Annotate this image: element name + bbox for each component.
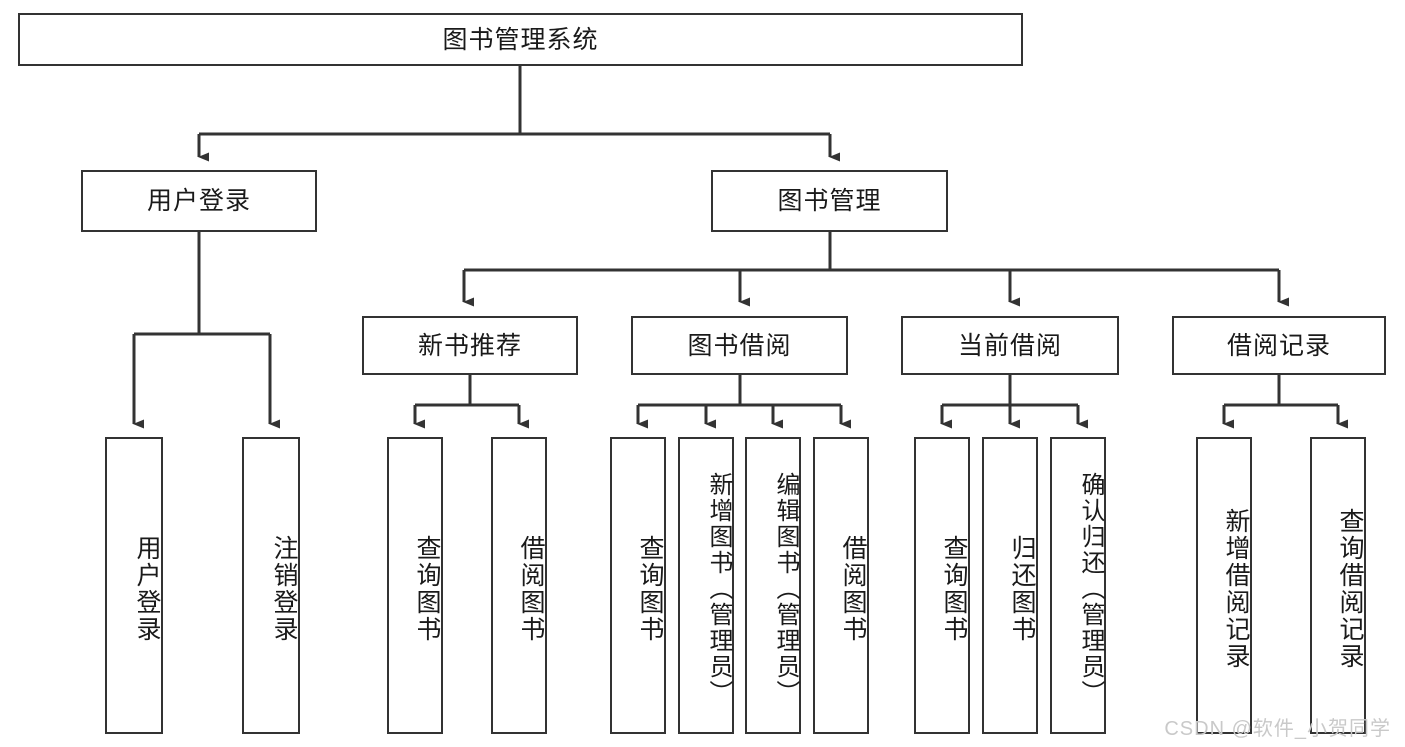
node-current-borrow-label: 当前借阅 bbox=[957, 331, 1062, 360]
node-user-login[interactable]: 用户登录 bbox=[81, 170, 317, 232]
node-book-borrow-label: 图书借阅 bbox=[687, 331, 792, 360]
leaf-logout-label: 注销登录 bbox=[270, 534, 298, 643]
leaf-borrow-book-2-label: 借阅图书 bbox=[839, 534, 867, 643]
node-user-login-label: 用户登录 bbox=[146, 187, 251, 215]
leaf-return-book[interactable]: 归还图书 bbox=[982, 437, 1038, 734]
leaf-confirm-return[interactable]: 确认归还（管理员） bbox=[1050, 437, 1106, 734]
leaf-edit-book[interactable]: 编辑图书（管理员） bbox=[745, 437, 801, 734]
leaf-confirm-return-label: 确认归还（管理员） bbox=[1077, 471, 1104, 706]
leaf-query-book-2[interactable]: 查询图书 bbox=[610, 437, 666, 734]
node-book-management-label: 图书管理 bbox=[777, 187, 882, 215]
node-root-label: 图书管理系统 bbox=[442, 25, 599, 54]
leaf-borrow-book-2[interactable]: 借阅图书 bbox=[813, 437, 869, 734]
leaf-add-book[interactable]: 新增图书（管理员） bbox=[678, 437, 734, 734]
leaf-query-book-2-label: 查询图书 bbox=[636, 534, 664, 643]
leaf-query-record-label: 查询借阅记录 bbox=[1336, 507, 1364, 670]
leaf-query-book-3[interactable]: 查询图书 bbox=[914, 437, 970, 734]
leaf-add-record[interactable]: 新增借阅记录 bbox=[1196, 437, 1252, 734]
node-borrow-record-label: 借阅记录 bbox=[1226, 331, 1331, 360]
node-root[interactable]: 图书管理系统 bbox=[18, 13, 1023, 66]
leaf-add-record-label: 新增借阅记录 bbox=[1222, 507, 1250, 670]
leaf-borrow-book-1[interactable]: 借阅图书 bbox=[491, 437, 547, 734]
leaf-user-login[interactable]: 用户登录 bbox=[105, 437, 163, 734]
node-new-book-recommend-label: 新书推荐 bbox=[417, 331, 522, 360]
leaf-query-book-1-label: 查询图书 bbox=[413, 534, 441, 643]
leaf-edit-book-label: 编辑图书（管理员） bbox=[772, 471, 799, 706]
node-book-management[interactable]: 图书管理 bbox=[711, 170, 948, 232]
node-book-borrow[interactable]: 图书借阅 bbox=[631, 316, 848, 375]
csdn-watermark: CSDN @软件_小贺同学 bbox=[1164, 718, 1391, 740]
leaf-user-login-label: 用户登录 bbox=[133, 534, 161, 643]
node-current-borrow[interactable]: 当前借阅 bbox=[901, 316, 1119, 375]
node-new-book-recommend[interactable]: 新书推荐 bbox=[362, 316, 578, 375]
leaf-logout[interactable]: 注销登录 bbox=[242, 437, 300, 734]
leaf-borrow-book-1-label: 借阅图书 bbox=[517, 534, 545, 643]
leaf-return-book-label: 归还图书 bbox=[1008, 534, 1036, 643]
leaf-query-record[interactable]: 查询借阅记录 bbox=[1310, 437, 1366, 734]
leaf-add-book-label: 新增图书（管理员） bbox=[705, 471, 732, 706]
leaf-query-book-3-label: 查询图书 bbox=[940, 534, 968, 643]
node-borrow-record[interactable]: 借阅记录 bbox=[1172, 316, 1386, 375]
leaf-query-book-1[interactable]: 查询图书 bbox=[387, 437, 443, 734]
